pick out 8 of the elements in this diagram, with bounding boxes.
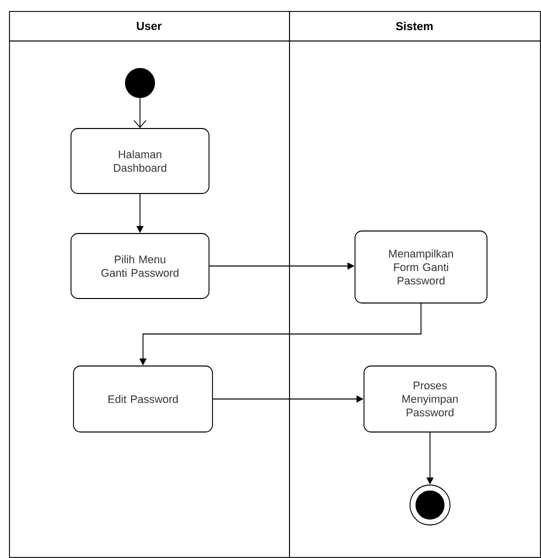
final-node [410, 484, 450, 526]
arrow [134, 98, 146, 128]
action-box: Menampilkan Form Ganti Password [354, 230, 488, 304]
action-box: Halaman Dashboard [70, 128, 210, 194]
action-box: Edit Password [73, 366, 213, 432]
initial-node [125, 68, 155, 98]
action-box: Pilih Menu Ganti Password [70, 233, 210, 299]
action-box: Proses Menyimpan Password [364, 366, 496, 432]
